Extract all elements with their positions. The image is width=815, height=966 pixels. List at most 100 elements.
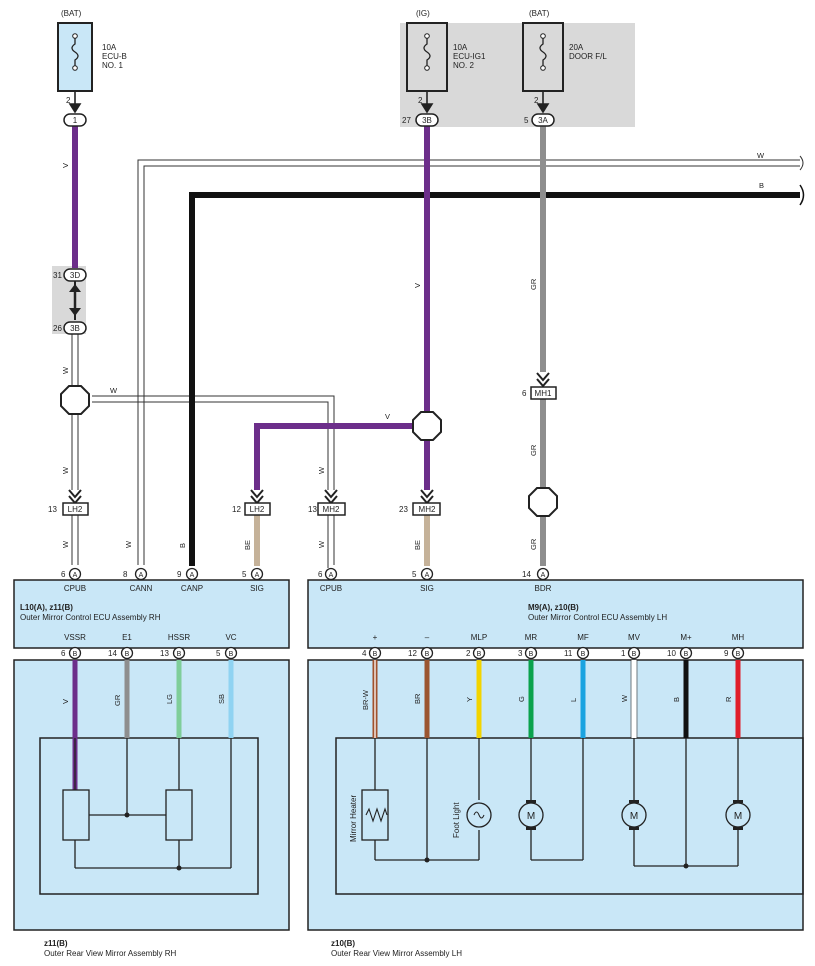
svg-text:MLP: MLP [471, 633, 487, 642]
svg-text:V: V [61, 163, 70, 168]
svg-text:L: L [569, 698, 578, 702]
connector-lh2-12: 12 LH2 [232, 489, 271, 516]
svg-text:SB: SB [217, 694, 226, 704]
mirror-rh-pin-markers [68, 646, 238, 660]
svg-text:27: 27 [402, 116, 411, 125]
ecu-rh-subtitle: Outer Mirror Control ECU Assembly RH [20, 613, 161, 622]
svg-text:B: B [477, 651, 482, 658]
mirror-lh-pin-markers [368, 646, 745, 660]
mirror-lh-panel [307, 659, 804, 931]
svg-text:10: 10 [667, 649, 676, 658]
fuse-bat-left-source: (BAT) [61, 9, 82, 18]
svg-text:MH1: MH1 [535, 389, 552, 398]
fuse-ig-amp: 10A [453, 43, 468, 52]
fuse-bat-left-name1: ECU-B [102, 52, 127, 61]
svg-text:B: B [178, 543, 187, 548]
svg-text:MF: MF [577, 633, 589, 642]
svg-text:V: V [61, 699, 70, 704]
svg-text:9: 9 [177, 570, 182, 579]
svg-text:A: A [139, 572, 144, 579]
svg-text:B: B [529, 651, 534, 658]
fuse-bat-left-amp: 10A [102, 43, 117, 52]
ecu-lh-title: M9(A), z10(B) [528, 603, 579, 612]
ecu-lh-panel [307, 579, 804, 649]
svg-text:6: 6 [318, 570, 323, 579]
svg-text:W: W [61, 366, 70, 374]
ecu-lh-bottom-pin-names: + – MLP MR MF MV M+ MH [373, 633, 745, 642]
svg-text:5: 5 [216, 649, 221, 658]
junction-arrows [69, 284, 81, 316]
fuse-arrows [68, 91, 550, 114]
mirror-rh-sensor-circuit [62, 738, 232, 869]
ecu-lh-top-pins: 6 CPUB 5 SIG 14 BDR [318, 570, 552, 593]
fuse-bat-right-source: (BAT) [529, 9, 550, 18]
connector-mh1: 6 MH1 [522, 372, 557, 400]
svg-text:A: A [425, 572, 430, 579]
svg-text:CPUB: CPUB [64, 584, 86, 593]
svg-text:5: 5 [412, 570, 417, 579]
svg-text:5: 5 [242, 570, 247, 579]
connector-1: 1 [63, 113, 87, 127]
svg-text:8: 8 [123, 570, 128, 579]
svg-text:5: 5 [524, 116, 529, 125]
svg-text:B: B [125, 651, 130, 658]
svg-text:LG: LG [165, 694, 174, 704]
fuse-ig-name1: ECU-IG1 [453, 52, 486, 61]
svg-text:GR: GR [113, 694, 122, 706]
svg-text:6: 6 [522, 389, 527, 398]
svg-text:GR: GR [529, 278, 538, 290]
svg-text:6: 6 [61, 570, 66, 579]
connector-3b-27: 27 3B [402, 113, 439, 127]
svg-text:CANN: CANN [130, 584, 153, 593]
motor-icon: M [518, 800, 544, 830]
svg-text:1: 1 [621, 649, 626, 658]
wire-color-labels: V W W W W W B V GR GR GR V W B BE W W BE [61, 151, 765, 550]
svg-text:BR-W: BR-W [361, 689, 370, 710]
svg-text:W: W [317, 466, 326, 474]
foot-light-icon [466, 802, 492, 828]
svg-text:GR: GR [529, 444, 538, 456]
svg-text:MR: MR [525, 633, 538, 642]
svg-text:SIG: SIG [420, 584, 434, 593]
svg-text:+: + [373, 633, 378, 642]
svg-text:Y: Y [465, 697, 474, 702]
foot-light-label: Foot Light [452, 802, 461, 838]
svg-text:B: B [632, 651, 637, 658]
svg-text:LH2: LH2 [250, 505, 265, 514]
svg-text:13: 13 [308, 505, 317, 514]
svg-text:3B: 3B [70, 324, 80, 333]
mirror-lh-pin-letters: B B B B B B B B [373, 651, 741, 658]
fuse-bat-right-pin: 2 [534, 96, 539, 105]
svg-text:HSSR: HSSR [168, 633, 190, 642]
svg-text:3D: 3D [70, 271, 80, 280]
connector-mh2-23: 23 MH2 [399, 489, 441, 516]
svg-text:B: B [425, 651, 430, 658]
svg-text:A: A [329, 572, 334, 579]
fuse-door-fl [522, 22, 564, 92]
svg-text:B: B [229, 651, 234, 658]
svg-text:BR: BR [413, 693, 422, 704]
svg-text:12: 12 [232, 505, 241, 514]
mirror-rh-panel [13, 659, 290, 931]
svg-text:B: B [373, 651, 378, 658]
mirror-lh-title: z10(B) [331, 939, 355, 948]
fuse-ecu-b [57, 22, 93, 92]
svg-text:W: W [620, 694, 629, 702]
ecu-lh-top-pin-letters: A A A [329, 572, 546, 579]
ecu-rh-panel [13, 579, 290, 649]
svg-text:R: R [724, 696, 733, 702]
svg-text:11: 11 [564, 649, 573, 658]
svg-text:13: 13 [48, 505, 57, 514]
mirror-lh-inner-box [335, 737, 804, 895]
svg-text:B: B [684, 651, 689, 658]
mirror-rh-pin-letters: B B B B [73, 651, 234, 658]
ecu-rh-top-pin-letters: A A A A [73, 572, 260, 579]
mirror-lh-pin-numbers: 4 12 2 3 11 1 10 9 [362, 649, 729, 658]
svg-text:G: G [517, 696, 526, 702]
svg-text:A: A [541, 572, 546, 579]
connector-mh2-13: 13 MH2 [308, 489, 346, 516]
svg-text:B: B [759, 181, 764, 190]
svg-text:BE: BE [243, 540, 252, 550]
fuse-bat-right-amp: 20A [569, 43, 584, 52]
